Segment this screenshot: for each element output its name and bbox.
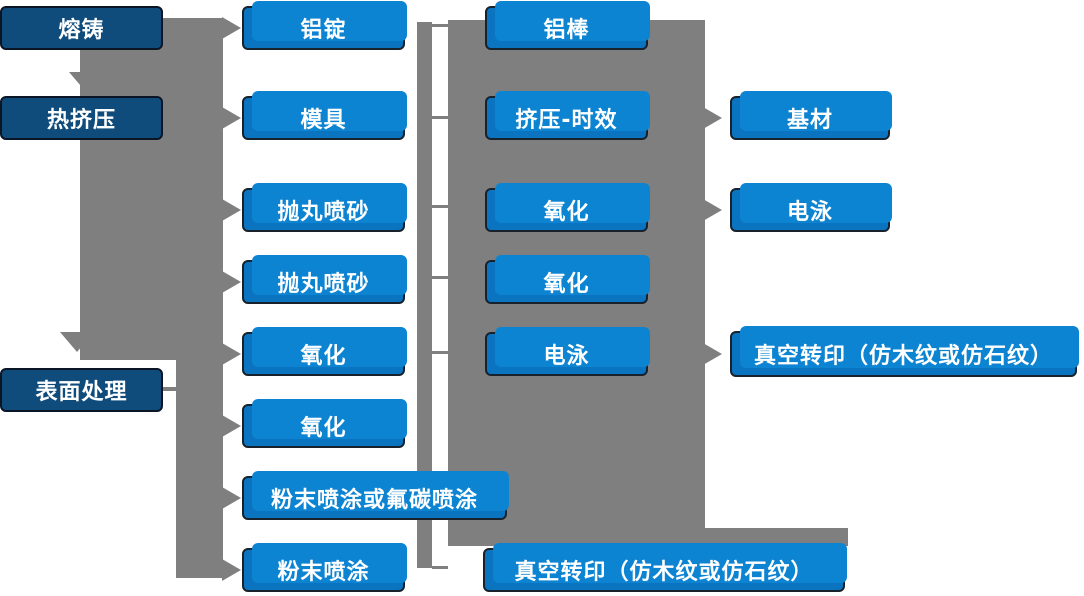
arrowhead-down-to-surface-treatment [60,332,94,352]
arrowhead-to-vacuum-transfer [703,343,722,365]
connector-link-row1 [432,24,448,27]
arrowhead-to-substrate [703,107,722,129]
node-extrusion-aging: 挤压-时效 [485,91,650,140]
node-vacuum-transfer-print-bottom: 真空转印（仿木纹或仿石纹） [483,543,847,592]
node-melting-casting: 熔铸 [0,6,163,50]
node-powder-coating: 粉末喷涂 [242,543,407,592]
node-shot-blast-sandblast-2: 抛丸喷砂 [242,255,407,304]
node-vacuum-transfer-print-right: 真空转印（仿木纹或仿石纹） [730,326,1079,377]
connector-link-row5 [432,351,448,354]
arrowhead-to-shot-blast-1 [222,199,241,221]
connector-link-row4 [432,276,448,279]
arrowhead-to-powder-coating [222,559,241,581]
arrowhead-to-oxidation-b [222,415,241,437]
node-powder-or-fluorocarbon-coating: 粉末喷涂或氟碳喷涂 [242,471,509,520]
node-oxidation-b: 氧化 [242,399,407,448]
arrowhead-to-oxidation-a [222,343,241,365]
node-shot-blast-sandblast-1: 抛丸喷砂 [242,183,407,232]
connector-link-row2 [432,116,448,119]
node-mold: 模具 [242,91,407,140]
connector-band-left [80,18,223,360]
connector-bar-middle [417,22,432,568]
node-surface-treatment: 表面处理 [0,368,163,412]
node-electrophoresis-b: 电泳 [730,183,892,232]
connector-link-row3 [432,205,448,208]
arrowhead-to-powder-fluorocarbon [222,487,241,509]
node-electrophoresis-a: 电泳 [485,327,650,376]
node-oxidation-c: 氧化 [485,183,650,232]
node-oxidation-a: 氧化 [242,327,407,376]
connector-link-bottom [432,566,448,569]
arrowhead-to-mold [222,107,241,129]
node-oxidation-d: 氧化 [485,255,650,304]
node-aluminum-ingot: 铝锭 [242,1,407,50]
node-substrate: 基材 [730,91,892,140]
arrowhead-to-aluminum-ingot [222,17,241,39]
connector-stub-surface-treatment [163,387,179,391]
arrowhead-to-shot-blast-2 [222,271,241,293]
arrowhead-down-to-hot-extrusion [69,72,103,92]
arrowhead-to-electrophoresis [703,199,722,221]
node-hot-extrusion: 热挤压 [0,96,163,140]
connector-bar-surface-treatment [176,340,223,578]
connector-strip-bottom [448,528,848,546]
node-aluminum-rod: 铝棒 [485,1,650,50]
